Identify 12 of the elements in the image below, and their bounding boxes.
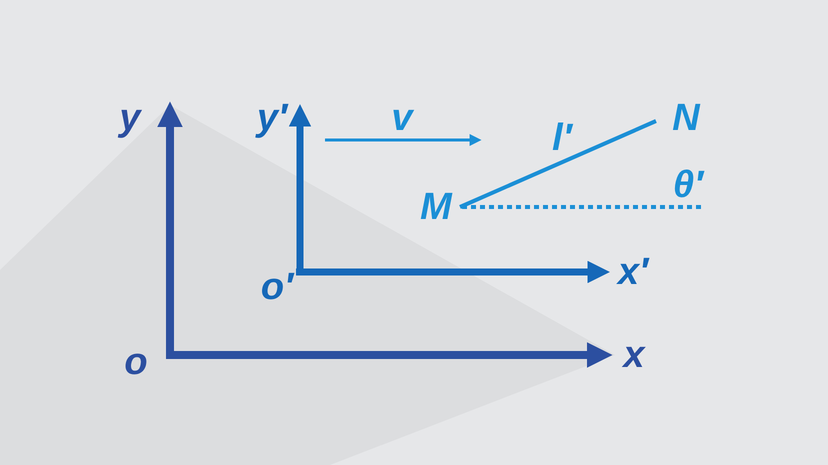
point-label: M bbox=[420, 188, 452, 226]
axis-label: o′ bbox=[260, 268, 294, 306]
axis-label: y′ bbox=[256, 99, 288, 137]
axis-label: x bbox=[623, 336, 645, 374]
axis-label: v bbox=[391, 99, 413, 137]
axis-label: θ′ bbox=[672, 166, 704, 204]
edge-label: l′ bbox=[552, 119, 572, 157]
axis-label: o bbox=[124, 343, 148, 381]
axis-label: y bbox=[119, 99, 141, 137]
axis-label: x′ bbox=[618, 253, 648, 291]
line-segment bbox=[459, 119, 657, 209]
point-label: N bbox=[672, 99, 700, 137]
